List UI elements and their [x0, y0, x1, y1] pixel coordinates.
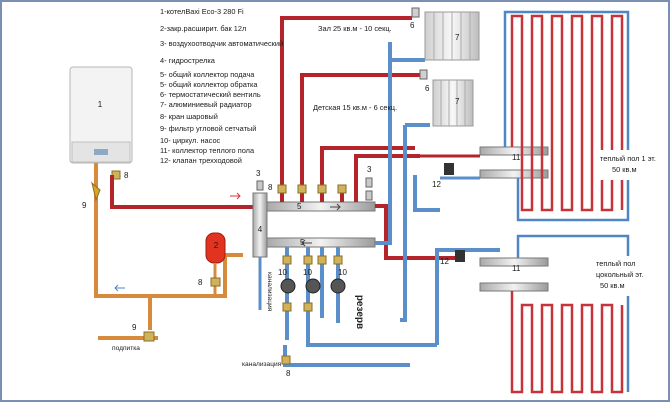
makeup-valve [143, 331, 155, 342]
three-way-valve-lower [455, 250, 465, 262]
svg-text:5- общий коллектор подача: 5- общий коллектор подача [160, 70, 255, 79]
supply-risers [280, 16, 455, 260]
svg-text:7- алюминиевый радиатор: 7- алюминиевый радиатор [160, 100, 252, 109]
floor-manifold-upper-supply [479, 146, 549, 156]
boiler-supply-line [110, 175, 255, 209]
svg-text:4: 4 [258, 225, 263, 234]
svg-text:10: 10 [303, 268, 312, 277]
lower-floor-label-3: 50 кв.м [600, 281, 625, 290]
svg-text:11- коллектор теплого пола: 11- коллектор теплого пола [160, 146, 255, 155]
lower-floor-label-2: цокольный эт. [596, 270, 644, 279]
svg-text:5- общий коллектор обратка: 5- общий коллектор обратка [160, 80, 258, 89]
upper-floor-label-1: теплый пол 1 эт. [600, 154, 656, 163]
svg-text:4- гидрострелка: 4- гидрострелка [160, 56, 216, 65]
svg-text:6: 6 [425, 84, 430, 93]
svg-text:8: 8 [268, 183, 273, 192]
svg-text:1-котелBaxi Eco-3 280 Fi: 1-котелBaxi Eco-3 280 Fi [160, 7, 244, 16]
svg-text:3: 3 [256, 169, 261, 178]
upper-floor-loops [503, 10, 630, 222]
sewer-vertical-label: канализация [266, 272, 273, 312]
svg-text:11: 11 [512, 153, 521, 162]
sewer-bottom-label: канализация [242, 361, 282, 368]
filter-marker-top: 9 [82, 201, 87, 210]
svg-text:6- термостатический вентиль: 6- термостатический вентиль [160, 90, 261, 99]
return-collector [266, 237, 376, 248]
lower-floor-loops [510, 234, 630, 394]
floor-manifold-lower-supply [479, 257, 549, 267]
upper-floor-label-2: 50 кв.м [612, 165, 637, 174]
svg-text:8: 8 [124, 171, 129, 180]
svg-text:10: 10 [338, 268, 347, 277]
svg-text:3: 3 [367, 165, 372, 174]
boiler-filter [91, 181, 101, 202]
filter-marker-bottom: 9 [132, 323, 137, 332]
svg-text:10- циркул. насос: 10- циркул. насос [160, 136, 221, 145]
three-way-valve-upper [444, 163, 454, 175]
svg-text:7: 7 [455, 33, 460, 42]
legend: 1-котелBaxi Eco-3 280 Fi 2-закр.расширит… [160, 7, 283, 165]
reserve-label: резерв [354, 295, 365, 329]
floor-manifold-upper-return [479, 169, 549, 179]
svg-text:7: 7 [455, 97, 460, 106]
kids-label: Детская 15 кв.м - 6 секц. [313, 103, 397, 112]
svg-text:8: 8 [198, 278, 203, 287]
svg-text:2-закр.расширит. бак 12л: 2-закр.расширит. бак 12л [160, 24, 246, 33]
svg-text:5: 5 [297, 202, 302, 211]
makeup-label: подпитка [112, 345, 140, 352]
svg-text:9- фильтр угловой сетчатый: 9- фильтр угловой сетчатый [160, 124, 256, 133]
supply-collector [266, 201, 376, 212]
svg-text:8: 8 [286, 369, 291, 378]
hall-label: Зал 25 кв.м - 10 секц. [318, 24, 392, 33]
collector-valves [277, 184, 347, 365]
radiator-hall [424, 11, 480, 61]
boiler-return-line [94, 163, 243, 330]
svg-text:6: 6 [410, 21, 415, 30]
svg-text:3- воздухоотводчик автоматичес: 3- воздухоотводчик автоматический [160, 39, 283, 48]
svg-text:12: 12 [432, 180, 441, 189]
boiler [69, 66, 133, 164]
lower-floor-label-1: теплый пол [596, 259, 635, 268]
svg-text:12: 12 [440, 257, 449, 266]
floor-manifold-lower-return [479, 282, 549, 292]
svg-text:2: 2 [214, 241, 219, 250]
svg-text:12- клапан трехходовой: 12- клапан трехходовой [160, 156, 242, 165]
radiator-kids [432, 79, 474, 127]
boiler-marker: 1 [98, 100, 103, 109]
svg-text:11: 11 [512, 264, 521, 273]
svg-text:10: 10 [278, 268, 287, 277]
circulation-pumps [280, 278, 346, 294]
svg-text:8- кран шаровый: 8- кран шаровый [160, 112, 218, 121]
